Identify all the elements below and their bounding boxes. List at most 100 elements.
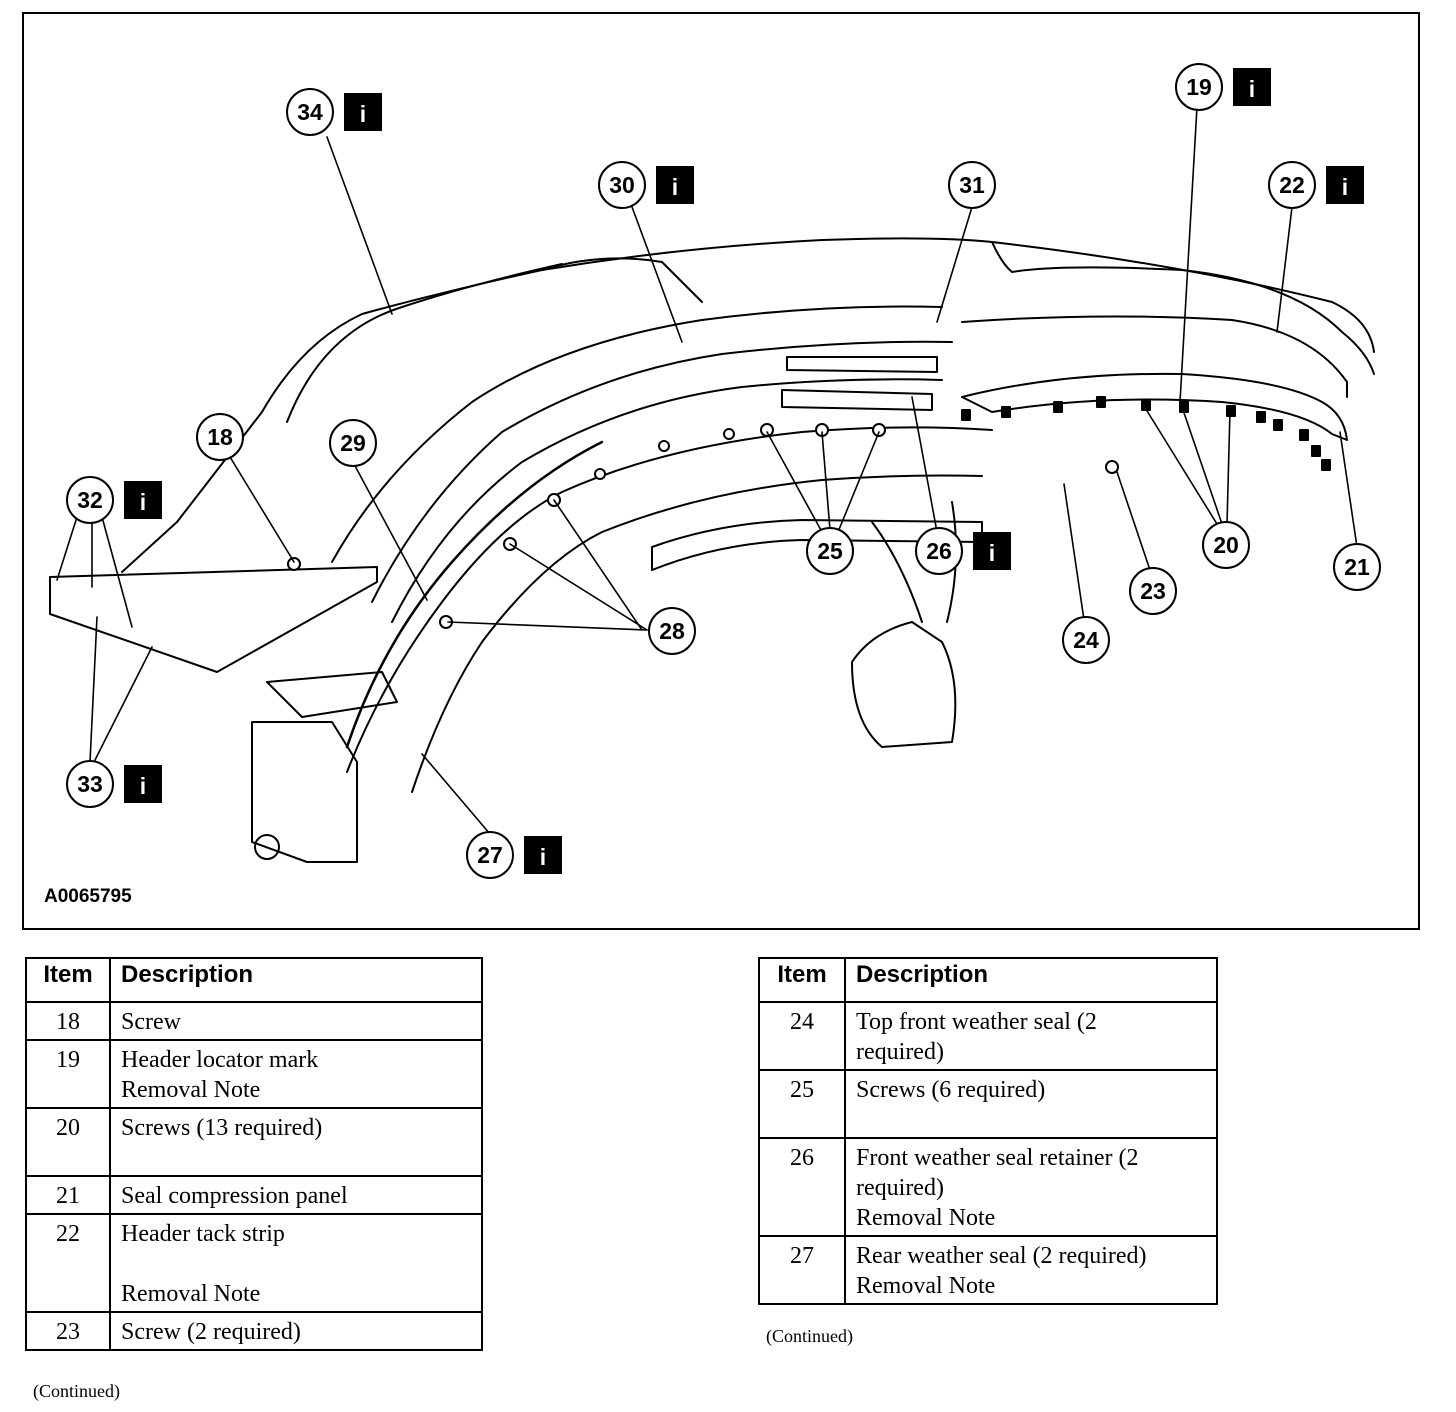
description-line: Screw (2 required)	[121, 1319, 301, 1345]
callout-circle	[1268, 161, 1316, 209]
description-cell: Top front weather seal (2 required)	[844, 1001, 1218, 1071]
callout-21: 21	[1333, 543, 1381, 591]
exploded-view-drawing: 1819i202122i23242526i27i282930i3132i33i3…	[49, 63, 1381, 879]
description-line: Rear weather seal (2 required)	[856, 1243, 1147, 1269]
description-line	[121, 1143, 471, 1173]
info-icon	[124, 765, 162, 803]
callout-number: 22	[1279, 172, 1305, 198]
info-icon-glyph: i	[540, 844, 546, 870]
callout-20: 20	[1202, 521, 1250, 569]
info-icon	[656, 166, 694, 204]
item-number-cell: 18	[25, 1001, 111, 1041]
info-icon	[1326, 166, 1364, 204]
callout-number: 27	[477, 842, 503, 868]
info-icon	[1233, 68, 1271, 106]
latch-plate-left	[266, 671, 398, 718]
callout-number: 24	[1073, 627, 1099, 653]
callout-25: 25	[806, 527, 854, 575]
callout-number: 30	[609, 172, 635, 198]
header-rail-inner	[961, 315, 1348, 398]
callout-28: 28	[648, 607, 696, 655]
info-icon	[973, 532, 1011, 570]
callout-number: 20	[1213, 532, 1239, 558]
callout-number: 19	[1186, 74, 1212, 100]
description-cell: Rear weather seal (2 required)Removal No…	[844, 1235, 1218, 1305]
callout-circle	[598, 161, 646, 209]
callout-number: 34	[297, 99, 323, 125]
callout-number: 21	[1344, 554, 1370, 580]
callout-circle	[329, 419, 377, 467]
table-header-row: Item Description	[758, 957, 1218, 1003]
item-number-cell: 23	[25, 1311, 111, 1351]
callout-24: 24	[1062, 616, 1110, 664]
item-number-cell: 19	[25, 1039, 111, 1109]
callout-29: 29	[329, 419, 377, 467]
callout-number: 31	[959, 172, 985, 198]
parts-table-left: Item Description 18 Screw 19 Header locator…	[25, 957, 483, 1351]
description-line: required)	[856, 1175, 944, 1201]
callout-circle	[66, 760, 114, 808]
callout-circle	[1175, 63, 1223, 111]
header-rail-outer	[991, 241, 1375, 375]
top-skin-inner-line	[286, 263, 563, 423]
callout-circle	[1062, 616, 1110, 664]
column-header-description: Description	[109, 957, 483, 1003]
item-number-cell: 21	[25, 1175, 111, 1215]
latch-bracket-right	[851, 621, 957, 748]
callout-number: 33	[77, 771, 103, 797]
top-outer-skin-outline	[176, 237, 1375, 523]
table-header-row: Item Description	[25, 957, 483, 1003]
description-cell: Screws (6 required)	[844, 1069, 1218, 1139]
right-screw-row	[961, 396, 1331, 471]
callout-number: 23	[1140, 578, 1166, 604]
callout-number: 32	[77, 487, 103, 513]
item-number-cell: 26	[758, 1137, 846, 1237]
description-line: Screw	[121, 1009, 181, 1035]
description-line: Top front weather seal (2	[856, 1009, 1097, 1035]
description-line: Screws (13 required)	[121, 1115, 323, 1141]
rear-seal-strip	[345, 440, 604, 749]
info-icon	[344, 93, 382, 131]
side-rail-front-outer	[331, 305, 943, 563]
description-line: Front weather seal retainer (2	[856, 1145, 1139, 1171]
description-line: Seal compression panel	[121, 1183, 348, 1209]
callout-circle	[286, 88, 334, 136]
top-skin-fold-line	[541, 257, 703, 303]
item-number-cell: 22	[25, 1213, 111, 1313]
info-icon-glyph: i	[360, 101, 366, 127]
side-rail-front-inner	[371, 340, 953, 603]
callout-31: 31	[948, 161, 996, 209]
callout-circle	[915, 527, 963, 575]
figure-id: A0065795	[44, 886, 132, 907]
callout-number: 29	[340, 430, 366, 456]
description-cell: Screws (13 required)	[109, 1107, 483, 1177]
description-line: Header locator mark	[121, 1047, 319, 1073]
callout-circle	[1333, 543, 1381, 591]
side-rail-rear	[346, 426, 993, 773]
callout-number: 18	[207, 424, 233, 450]
bumper-grommet	[254, 834, 280, 860]
column-header-item: Item	[758, 957, 846, 1003]
callout-27: 27 i	[466, 831, 562, 879]
side-rail-mid	[391, 378, 943, 623]
top-skin-back-edge	[121, 521, 178, 573]
description-line: required)	[856, 1039, 944, 1065]
callout-circle	[948, 161, 996, 209]
item-number-cell: 24	[758, 1001, 846, 1071]
description-line	[121, 1249, 471, 1279]
column-header-description: Description	[844, 957, 1218, 1003]
front-molding-strip	[49, 566, 378, 673]
item-number-cell: 25	[758, 1069, 846, 1139]
